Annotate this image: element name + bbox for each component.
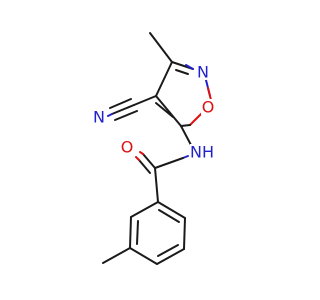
bond-nitrile-triple-3 [114, 110, 138, 121]
bond-ring-c5-c6 [183, 217, 186, 250]
bond-ring-c4-c5 [156, 248, 185, 265]
amide-nh-label-bg [190, 144, 214, 160]
bond-ring-c2-c3 [129, 216, 132, 249]
bond-ring-methyl [102, 247, 131, 264]
bond-ring-c6-c1 [157, 201, 186, 219]
nitrile-nitrogen-label: N [93, 108, 105, 127]
bond-carbonyl-co-1-o [139, 151, 144, 155]
ring-n-label-bg [196, 64, 210, 80]
molecule-structure-diagram: N O N O NH [92, 32, 215, 265]
bond-ring-inner-2 [157, 244, 179, 257]
bond-carbonyl-ring [154, 167, 159, 203]
carbonyl-o-label-bg [120, 139, 134, 155]
nitrile-n-label-bg [92, 109, 106, 125]
bond-nitrile-triple-1-n [107, 113, 113, 117]
bond-c5-c4 [155, 95, 182, 127]
bond-carbonyl-co-2-o [135, 156, 140, 161]
bond-o1-c5-c-part [180, 124, 191, 127]
bond-ring-c1-c2 [130, 201, 159, 218]
bond-nitrile-triple-1 [111, 104, 135, 115]
amide-nh-label: NH [190, 143, 214, 162]
bond-ring-c3-c4 [129, 247, 158, 265]
bond-c4-nitrile-c [133, 95, 157, 106]
bond-nitrile-triple-2 [109, 98, 132, 109]
ring-oxygen-label: O [202, 98, 215, 117]
bond-nh-carbonyl [154, 157, 184, 169]
bond-o1-c5 [189, 112, 203, 126]
carbonyl-oxygen-label: O [121, 138, 134, 157]
ring-nitrogen-label: N [197, 63, 209, 82]
bond-carbonyl-co-1 [142, 153, 156, 169]
bond-c3-n2-n-part [185, 64, 194, 70]
bond-c3-n2-double [175, 69, 189, 75]
bond-ring-inner-3 [158, 209, 180, 223]
bond-carbonyl-co-2 [138, 159, 151, 174]
bond-ring-inner-1 [136, 220, 139, 245]
bond-c5-nh [180, 125, 192, 146]
bond-c4-c3 [155, 61, 173, 97]
bond-c3-methyl [149, 32, 173, 63]
ring-o-label-bg [201, 99, 215, 115]
bond-c5-c4-double [155, 102, 174, 118]
